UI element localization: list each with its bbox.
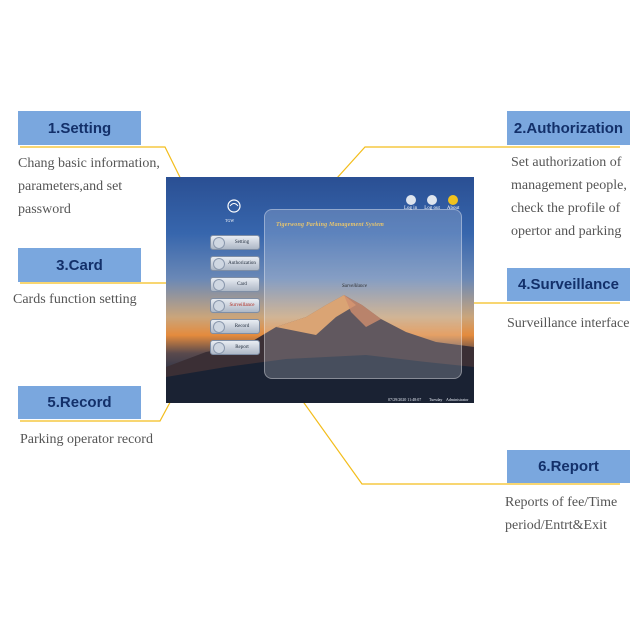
surveillance-desc: Surveillance interface	[507, 312, 629, 335]
camera-icon	[213, 299, 225, 312]
record-desc-line: Parking operator record	[20, 432, 153, 447]
globe-icon	[213, 341, 225, 354]
menu-setting-button[interactable]: Setting	[210, 235, 260, 250]
authorization-desc-line: check the profile of	[511, 201, 621, 216]
menu-card-button[interactable]: Card	[210, 277, 260, 292]
authorization-desc-line: Set authorization of	[511, 155, 622, 170]
logout-icon	[427, 195, 438, 205]
software-screenshot: TGW Tigerwong Parking Management System …	[166, 177, 474, 403]
surveillance-desc-line: Surveillance interface	[507, 316, 630, 331]
card-icon	[213, 278, 225, 291]
authorization-desc-line: opertor and parking	[511, 224, 622, 239]
mountain-background	[166, 295, 474, 403]
menu-label: Authorization	[228, 261, 256, 266]
document-icon	[213, 320, 225, 333]
report-desc-line: period/Entrt&Exit	[505, 518, 607, 533]
menu-surveillance-button[interactable]: Surveillance	[210, 298, 260, 313]
about-button[interactable]: About	[446, 195, 460, 211]
main-panel	[264, 209, 462, 379]
card-title: 3.Card	[18, 248, 141, 282]
menu-report-button[interactable]: Report	[210, 340, 260, 355]
menu-label: Surveillance	[229, 303, 255, 308]
app-title: Tigerwong Parking Management System	[276, 222, 384, 228]
setting-desc-line: password	[18, 202, 71, 217]
logout-label: Log out	[424, 206, 440, 211]
logo-text: TGW	[225, 218, 235, 223]
setting-desc-line: Chang basic information,	[18, 156, 160, 171]
top-icon-bar: Log in Log out About	[404, 195, 459, 211]
menu-label: Record	[234, 324, 250, 329]
authorization-desc-line: management people,	[511, 178, 627, 193]
info-icon	[448, 195, 459, 205]
report-desc-line: Reports of fee/Time	[505, 495, 618, 510]
menu-label: Card	[237, 282, 247, 287]
report-title: 6.Report	[507, 450, 630, 483]
about-label: About	[446, 206, 460, 211]
logout-button[interactable]: Log out	[424, 195, 440, 211]
setting-desc-line: parameters,and set	[18, 179, 123, 194]
menu-authorization-button[interactable]: Authorization	[210, 256, 260, 271]
report-desc: Reports of fee/Time period/Entrt&Exit	[505, 491, 617, 537]
login-icon	[405, 195, 416, 205]
menu-label: Report	[235, 345, 249, 350]
gear-icon	[213, 236, 225, 249]
menu-label: Setting	[234, 240, 250, 245]
surveillance-title: 4.Surveillance	[507, 268, 630, 301]
tgw-logo-icon	[227, 199, 241, 213]
login-button[interactable]: Log in	[404, 195, 417, 211]
login-label: Log in	[404, 206, 418, 211]
status-datetime: 07/29/2020 11:48:07	[388, 397, 422, 402]
card-desc-line: Cards function setting	[13, 292, 137, 307]
status-user: Administrator	[446, 397, 469, 402]
status-day: Tuesday	[429, 397, 443, 402]
setting-desc: Chang basic information, parameters,and …	[18, 152, 160, 221]
surveillance-view-label: Surveillance	[342, 284, 367, 289]
key-icon	[213, 257, 225, 270]
setting-title: 1.Setting	[18, 111, 141, 145]
authorization-title: 2.Authorization	[507, 111, 630, 145]
menu-record-button[interactable]: Record	[210, 319, 260, 334]
record-title: 5.Record	[18, 386, 141, 419]
record-desc: Parking operator record	[20, 428, 153, 451]
authorization-desc: Set authorization of management people, …	[511, 151, 627, 243]
card-desc: Cards function setting	[13, 288, 137, 311]
